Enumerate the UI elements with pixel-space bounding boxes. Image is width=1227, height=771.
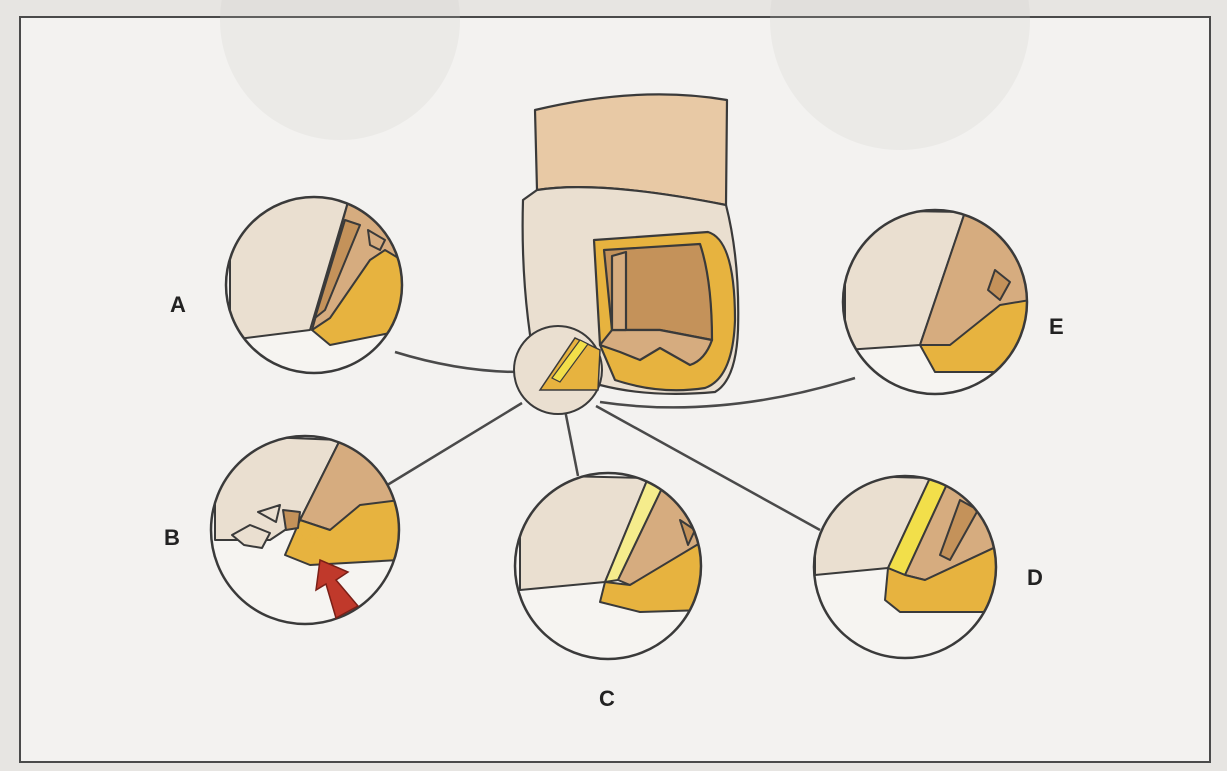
- tooth-cavity-wall: [610, 250, 628, 332]
- detail-a: [224, 195, 404, 375]
- label-b: B: [164, 525, 180, 550]
- connector-lines: [383, 350, 856, 532]
- connector-b: [383, 401, 523, 489]
- connector-a: [394, 350, 521, 374]
- label-e: E: [1049, 314, 1064, 339]
- connector-d: [595, 404, 821, 532]
- detail-d: [812, 474, 998, 660]
- background-ghost-shapes: [220, 0, 1030, 150]
- label-a: A: [170, 292, 186, 317]
- label-c: C: [599, 686, 615, 711]
- label-d: D: [1027, 565, 1043, 590]
- connector-c: [563, 409, 580, 477]
- detail-e: [841, 208, 1029, 396]
- tooth-cavity-floor: [598, 328, 714, 367]
- red-arrow-icon: [315, 558, 360, 620]
- detail-c: [513, 471, 703, 661]
- detail-b: [209, 434, 401, 626]
- magnifier-circle: [513, 325, 603, 415]
- connector-e: [599, 376, 856, 409]
